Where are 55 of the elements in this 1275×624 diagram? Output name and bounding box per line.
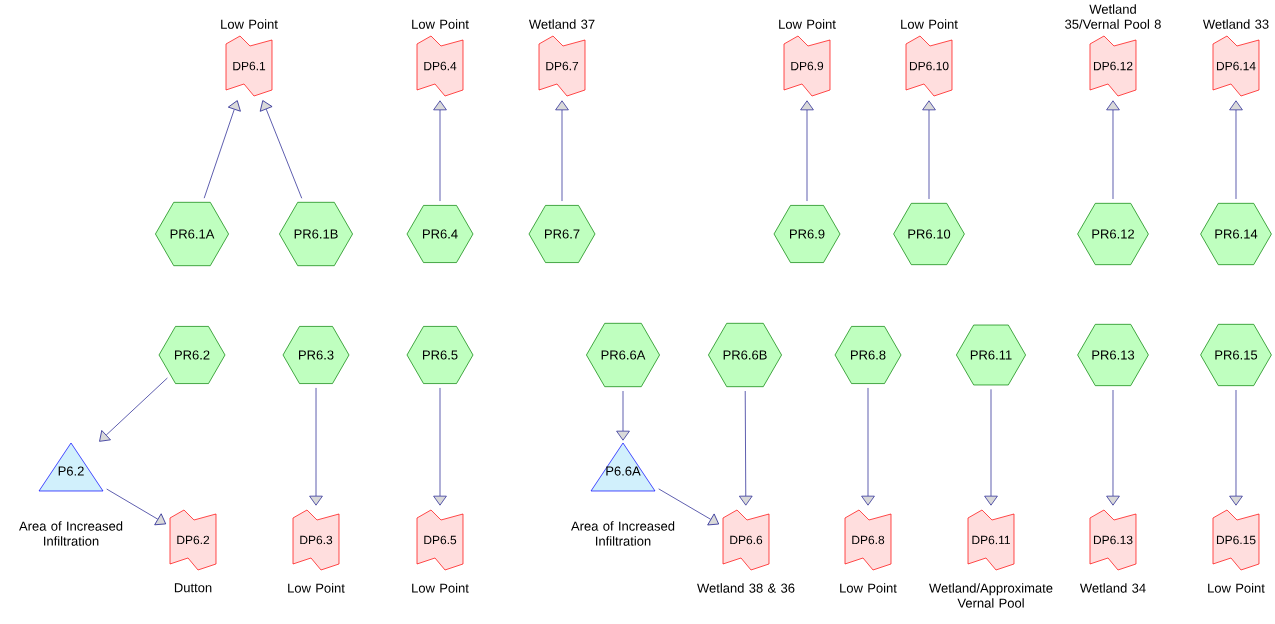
arrow (984, 388, 998, 506)
hexagon: PR6.9 (773, 205, 841, 263)
node-label: Area of Increased Infiltration (571, 521, 675, 546)
node-label: Low Point (779, 19, 836, 29)
hexagon: PR6.15 (1200, 324, 1272, 386)
hexagon: PR6.14 (1200, 203, 1272, 265)
node-label: Wetland 38 & 36 (697, 583, 795, 593)
hexagon: PR6.2 (158, 326, 226, 384)
node-label: Wetland 35/Vernal Pool 8 (1065, 4, 1161, 29)
hexagon: PR6.10 (893, 203, 965, 265)
hexagon: PR6.8 (834, 326, 902, 384)
node-label: Wetland 37 (528, 19, 595, 29)
arrow (739, 390, 753, 506)
arrow (99, 377, 168, 442)
hexagon: PR6.4 (406, 205, 474, 263)
node-label: Dutton (174, 583, 212, 593)
node-label: Wetland 34 (1079, 583, 1146, 593)
arrow (616, 390, 630, 441)
arrow (259, 100, 303, 199)
arrow (800, 100, 814, 202)
node-label: Low Point (412, 583, 469, 593)
hexagon: PR6.13 (1077, 324, 1149, 386)
arrow (203, 100, 241, 199)
node-label: Low Point (1208, 583, 1265, 593)
hexagon: PR6.12 (1077, 203, 1149, 265)
triangle: P6.2 (38, 442, 104, 492)
arrow (861, 387, 875, 506)
node-label: Area of Increased Infiltration (19, 521, 123, 546)
arrow (1106, 100, 1120, 200)
hexagon: PR6.1B (279, 201, 353, 267)
arrow (1106, 389, 1120, 506)
hexagon: PR6.6B (708, 322, 782, 388)
node-label: Wetland/Approximate Vernal Pool (929, 583, 1053, 608)
hexagon: PR6.11 (956, 324, 1026, 386)
hexagon: PR6.3 (282, 326, 350, 384)
node-label: Low Point (901, 19, 958, 29)
node-label: Low Point (840, 583, 897, 593)
hexagon: PR6.5 (406, 326, 474, 384)
arrow (555, 100, 569, 202)
arrow (433, 387, 447, 506)
arrow (922, 100, 936, 200)
arrow (1229, 100, 1243, 200)
arrow (433, 100, 447, 202)
arrow (106, 488, 167, 526)
arrow (658, 488, 720, 526)
hexagon: PR6.6A (586, 322, 660, 388)
arrow (309, 387, 323, 506)
node-label: Wetland 33 (1202, 19, 1269, 29)
arrow (1229, 389, 1243, 506)
hexagon: PR6.1A (155, 201, 229, 267)
node-label: Low Point (221, 19, 278, 29)
node-label: Low Point (412, 19, 469, 29)
triangle: P6.6A (590, 442, 656, 492)
node-label: Low Point (288, 583, 345, 593)
hexagon: PR6.7 (528, 205, 596, 263)
